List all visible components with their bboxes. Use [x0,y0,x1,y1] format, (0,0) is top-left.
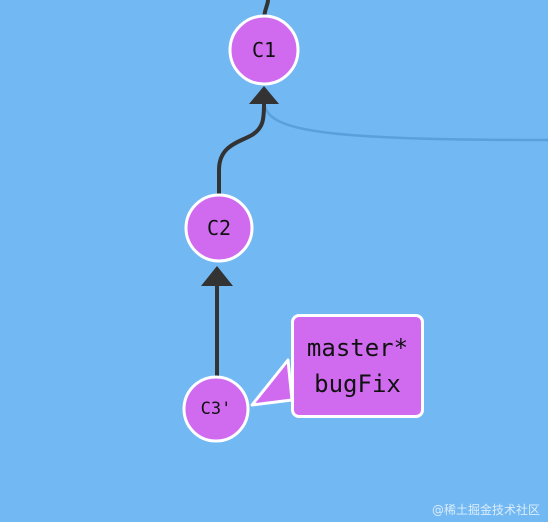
arrowhead-c2 [201,266,233,286]
branch-tag-master-bugfix[interactable]: master* bugFix [291,314,424,418]
watermark: @稀土掘金技术社区 [431,503,540,517]
commit-label: C3' [201,399,232,419]
arrowhead-c1 [249,86,279,104]
edge-c2-c1 [217,103,266,196]
faint-branch-edge [262,99,548,142]
commit-node-c1[interactable]: C1 [228,14,300,86]
branch-name-bugfix: bugFix [314,370,401,398]
commit-label: C2 [207,216,231,240]
commit-node-c2[interactable]: C2 [184,193,254,263]
branch-tag-pointer [250,358,294,407]
commit-node-c3-prime[interactable]: C3' [182,375,250,443]
branch-name-master: master* [306,334,409,362]
commit-label: C1 [252,38,276,62]
